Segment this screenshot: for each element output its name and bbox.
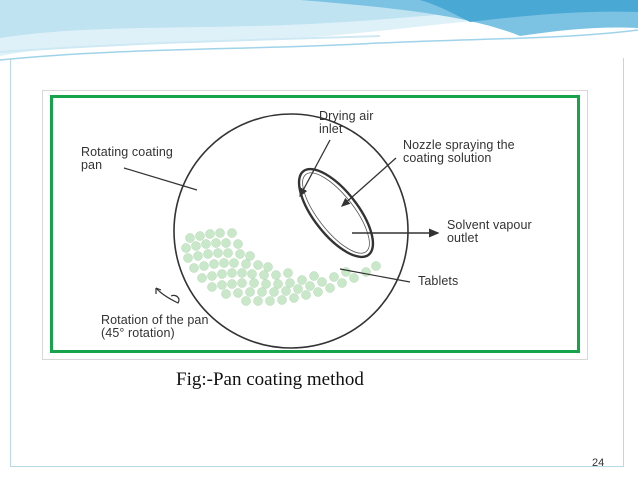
rotation-arrow-icon	[155, 287, 180, 304]
slide-border	[10, 58, 624, 467]
nozzle-ring	[297, 167, 375, 259]
figure-caption: Fig:-Pan coating method	[176, 369, 364, 390]
drying-air-inlet-arrow	[299, 139, 331, 198]
label-solvent-vapour-outlet: Solvent vapour outlet	[447, 218, 532, 245]
slide-header-decoration	[0, 0, 638, 61]
label-tablets: Tablets	[418, 274, 459, 288]
label-drying-air-inlet: Drying air inlet	[319, 109, 374, 136]
coating-pan	[173, 113, 409, 349]
label-nozzle-spraying: Nozzle spraying the coating solution	[403, 138, 515, 165]
label-rotation-of-pan: Rotation of the pan (45° rotation)	[101, 313, 209, 340]
nozzle-arrow	[341, 157, 397, 207]
label-rotating-coating-pan: Rotating coating pan	[81, 145, 173, 172]
page-number: 24	[592, 457, 605, 469]
tablets-leader	[339, 268, 411, 283]
rotating-pan-leader	[123, 167, 198, 191]
tablets-group	[181, 228, 381, 306]
